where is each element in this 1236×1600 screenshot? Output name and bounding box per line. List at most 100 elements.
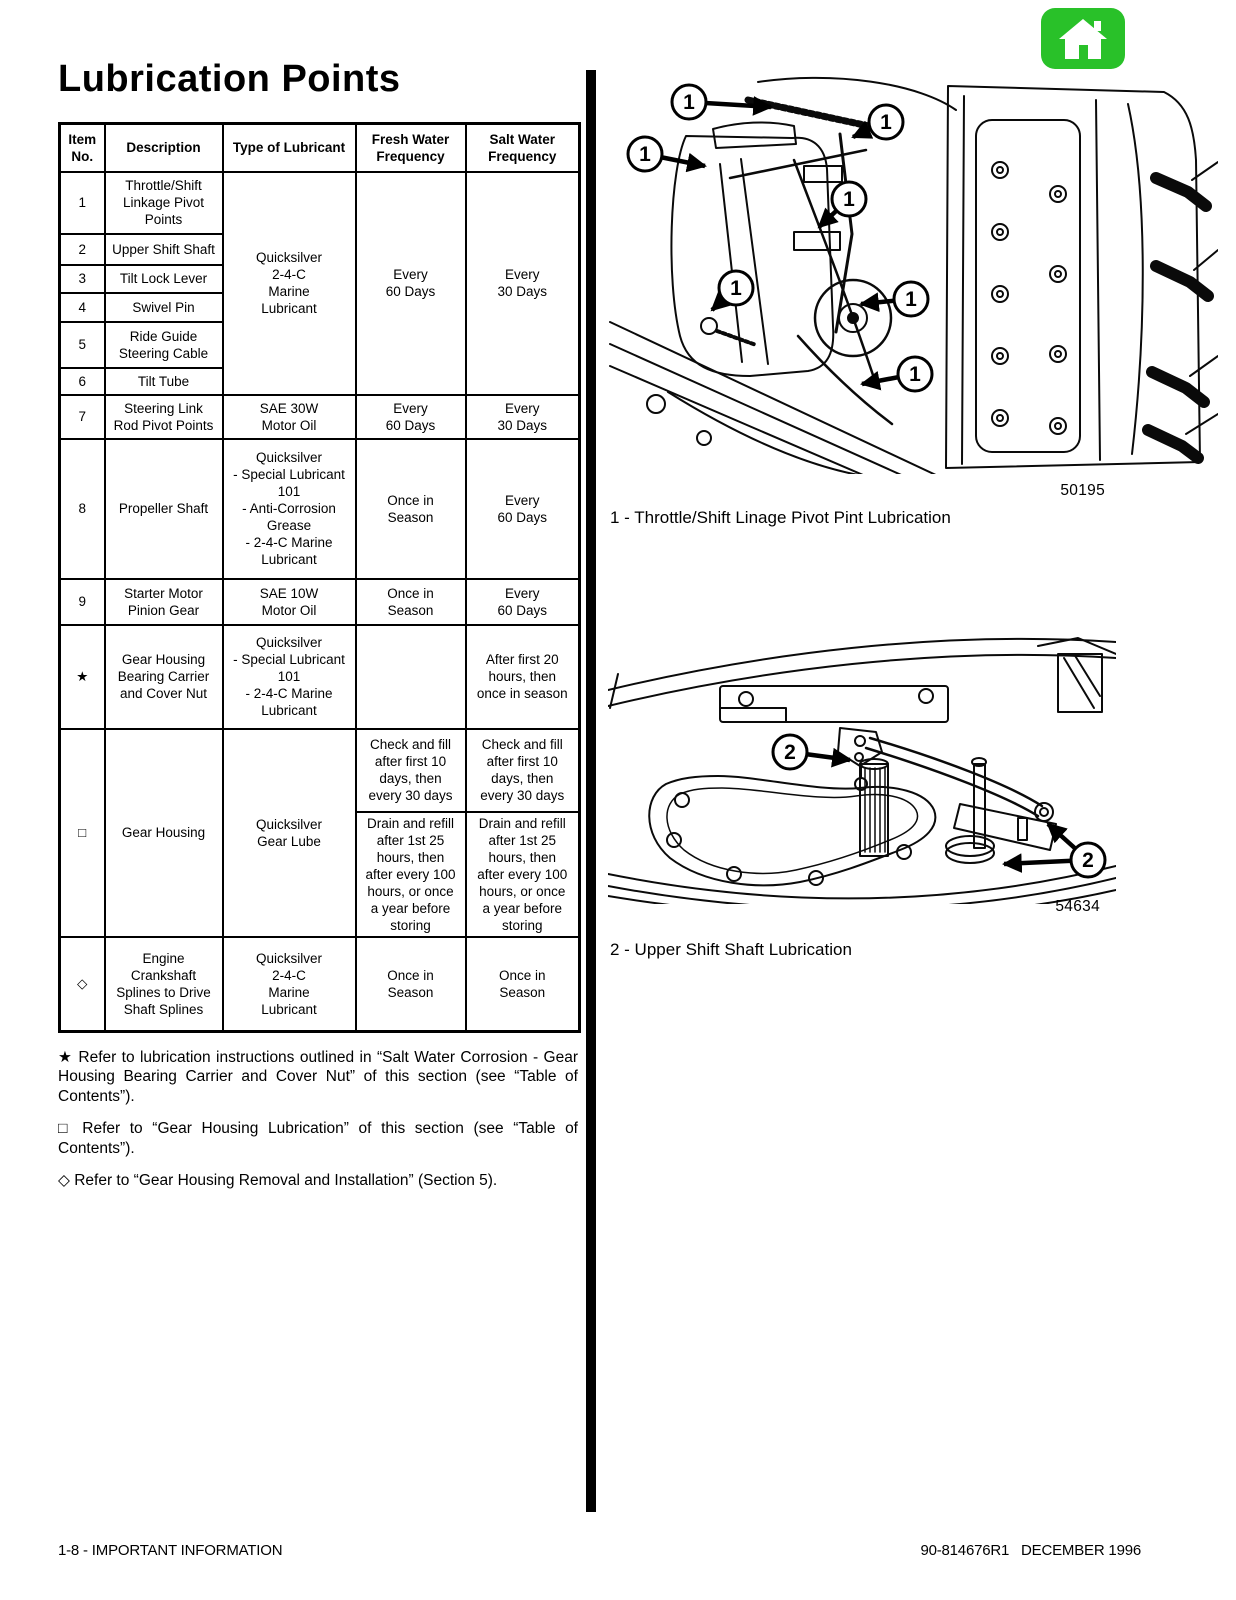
svg-text:1: 1 xyxy=(639,143,651,166)
callout-1: 1 xyxy=(892,280,930,318)
table-row: 6 Tilt Tube xyxy=(58,366,580,396)
callout-1: 1 xyxy=(670,83,708,121)
table-row: □ Gear Housing Quicksilver Gear Lube Che… xyxy=(58,727,581,938)
callout-2: 2 xyxy=(1069,841,1107,879)
svg-text:1: 1 xyxy=(905,288,917,311)
cell-item: 8 xyxy=(58,437,106,580)
svg-text:1: 1 xyxy=(730,277,742,300)
left-column: Item No. Description Type of Lubricant F… xyxy=(58,122,581,1190)
cell-description: Engine Crankshaft Splines to Drive Shaft… xyxy=(103,935,224,1033)
cell-description: Upper Shift Shaft xyxy=(103,232,224,266)
cell-item: 9 xyxy=(58,577,106,626)
cell-item-star: ★ xyxy=(58,623,106,730)
cell-item-diamond: ◇ xyxy=(58,935,106,1033)
footnote-diamond: ◇ Refer to “Gear Housing Removal and Ins… xyxy=(58,1171,498,1189)
table-row: 2 Upper Shift Shaft xyxy=(58,232,580,266)
svg-text:1: 1 xyxy=(880,111,892,134)
cell-salt-frequency: Once in Season xyxy=(464,935,581,1033)
cell-description: Ride Guide Steering Cable xyxy=(103,320,224,369)
cell-item: 3 xyxy=(58,263,106,294)
home-button[interactable] xyxy=(1041,8,1125,69)
figure-number: 50195 xyxy=(1060,482,1105,499)
cell-item: 6 xyxy=(58,366,106,396)
cell-lubricant: SAE 10W Motor Oil xyxy=(221,577,357,626)
cell-item: 1 xyxy=(58,170,106,235)
table-row: 5 Ride Guide Steering Cable xyxy=(58,320,580,369)
footnote-square: □ Refer to “Gear Housing Lubrication” of… xyxy=(58,1120,578,1157)
svg-text:1: 1 xyxy=(683,91,695,114)
header-description: Description xyxy=(103,122,224,173)
table-row: 7 Steering Link Rod Pivot Points SAE 30W… xyxy=(58,393,581,440)
figure-2-illustration: 2 2 xyxy=(607,637,1117,919)
header-fresh-water: Fresh Water Frequency xyxy=(354,122,467,173)
cell-fresh-frequency: Drain and refill after 1st 25 hours, the… xyxy=(354,810,467,938)
callout-1: 1 xyxy=(896,355,934,393)
callout-1: 1 xyxy=(830,180,868,218)
svg-text:2: 2 xyxy=(784,741,796,764)
callout-1: 1 xyxy=(867,103,905,141)
cell-lubricant: Quicksilver - Special Lubricant 101 - 2-… xyxy=(221,623,357,730)
figure-caption: 2 - Upper Shift Shaft Lubrication xyxy=(610,940,852,959)
header-salt-water: Salt Water Frequency xyxy=(464,122,581,173)
cell-fresh-frequency: Every 60 Days xyxy=(354,170,467,396)
figure-caption: 1 - Throttle/Shift Linage Pivot Pint Lub… xyxy=(610,508,951,527)
cell-salt-frequency: Every 30 Days xyxy=(464,393,581,440)
cell-salt-frequency: Every 60 Days xyxy=(464,577,581,626)
home-icon xyxy=(1054,17,1112,61)
table-row: 4 Swivel Pin xyxy=(58,291,580,323)
table-row: 9 Starter Motor Pinion Gear SAE 10W Moto… xyxy=(58,577,581,626)
cell-fresh-frequency: Once in Season xyxy=(354,577,467,626)
cell-item: 7 xyxy=(58,393,106,440)
table-row: Drain and refill after 1st 25 hours, the… xyxy=(60,810,581,938)
cell-item: 2 xyxy=(58,232,106,266)
cell-lubricant: Quicksilver 2-4-C Marine Lubricant xyxy=(221,170,357,396)
table-row: 8 Propeller Shaft Quicksilver - Special … xyxy=(58,437,581,580)
header-lubricant: Type of Lubricant xyxy=(221,122,357,173)
svg-text:1: 1 xyxy=(909,363,921,386)
footnote-star: ★ Refer to lubrication instructions outl… xyxy=(58,1049,578,1105)
lubrication-table: Item No. Description Type of Lubricant F… xyxy=(58,122,581,1033)
figure-2-callouts: 2 2 xyxy=(771,733,1107,879)
cell-description: Swivel Pin xyxy=(103,291,224,323)
table-row: 1 Throttle/Shift Linkage Pivot Points Qu… xyxy=(58,170,581,396)
cell-salt-frequency: Every 60 Days xyxy=(464,437,581,580)
svg-text:2: 2 xyxy=(1082,849,1094,872)
cell-item: 4 xyxy=(58,291,106,323)
cell-fresh-frequency xyxy=(354,623,467,730)
callout-1: 1 xyxy=(717,269,755,307)
table-row: ◇ Engine Crankshaft Splines to Drive Sha… xyxy=(58,935,581,1033)
cell-description: Starter Motor Pinion Gear xyxy=(103,577,224,626)
cell-fresh-frequency: Check and fill after first 10 days, then… xyxy=(354,727,467,813)
figure-1-illustration: 1 1 1 1 1 1 1 xyxy=(609,76,1219,479)
header-item-no: Item No. xyxy=(58,122,106,173)
callout-1: 1 xyxy=(626,135,664,173)
cell-fresh-frequency: Once in Season xyxy=(354,935,467,1033)
cell-salt-frequency: Every 30 Days xyxy=(464,170,581,396)
cell-description: Throttle/Shift Linkage Pivot Points xyxy=(103,170,224,235)
page-title: Lubrication Points xyxy=(58,58,401,100)
cell-lubricant: Quicksilver Gear Lube xyxy=(221,727,357,938)
table-row: ★ Gear Housing Bearing Carrier and Cover… xyxy=(58,623,581,730)
cell-description: Gear Housing xyxy=(103,727,224,938)
cell-item: 5 xyxy=(58,320,106,369)
cell-lubricant: Quicksilver - Special Lubricant 101 - An… xyxy=(221,437,357,580)
cell-salt-frequency: Check and fill after first 10 days, then… xyxy=(464,727,581,813)
table-row: 3 Tilt Lock Lever xyxy=(58,263,580,294)
cell-salt-frequency: After first 20 hours, then once in seaso… xyxy=(464,623,581,730)
figure-2: 2 2 54634 2 - Upper Shift Shaft Lubricat… xyxy=(607,612,1218,976)
cell-description: Tilt Tube xyxy=(103,366,224,396)
cell-salt-frequency: Drain and refill after 1st 25 hours, the… xyxy=(464,810,581,938)
cell-lubricant: Quicksilver 2-4-C Marine Lubricant xyxy=(221,935,357,1033)
footer-section-label: 1-8 - IMPORTANT INFORMATION xyxy=(58,1542,283,1559)
figure-1: 1 1 1 1 1 1 1 50195 1 - Throttle/Shift L… xyxy=(608,74,1219,542)
cell-description: Steering Link Rod Pivot Points xyxy=(103,393,224,440)
cell-fresh-frequency: Once in Season xyxy=(354,437,467,580)
callout-2: 2 xyxy=(771,733,809,771)
figure-number: 54634 xyxy=(1055,898,1100,915)
svg-text:1: 1 xyxy=(843,188,855,211)
column-divider xyxy=(586,70,596,1512)
cell-description: Tilt Lock Lever xyxy=(103,263,224,294)
cell-fresh-frequency: Every 60 Days xyxy=(354,393,467,440)
footer-document-number: 90-814676R1 DECEMBER 1996 xyxy=(920,1542,1141,1559)
